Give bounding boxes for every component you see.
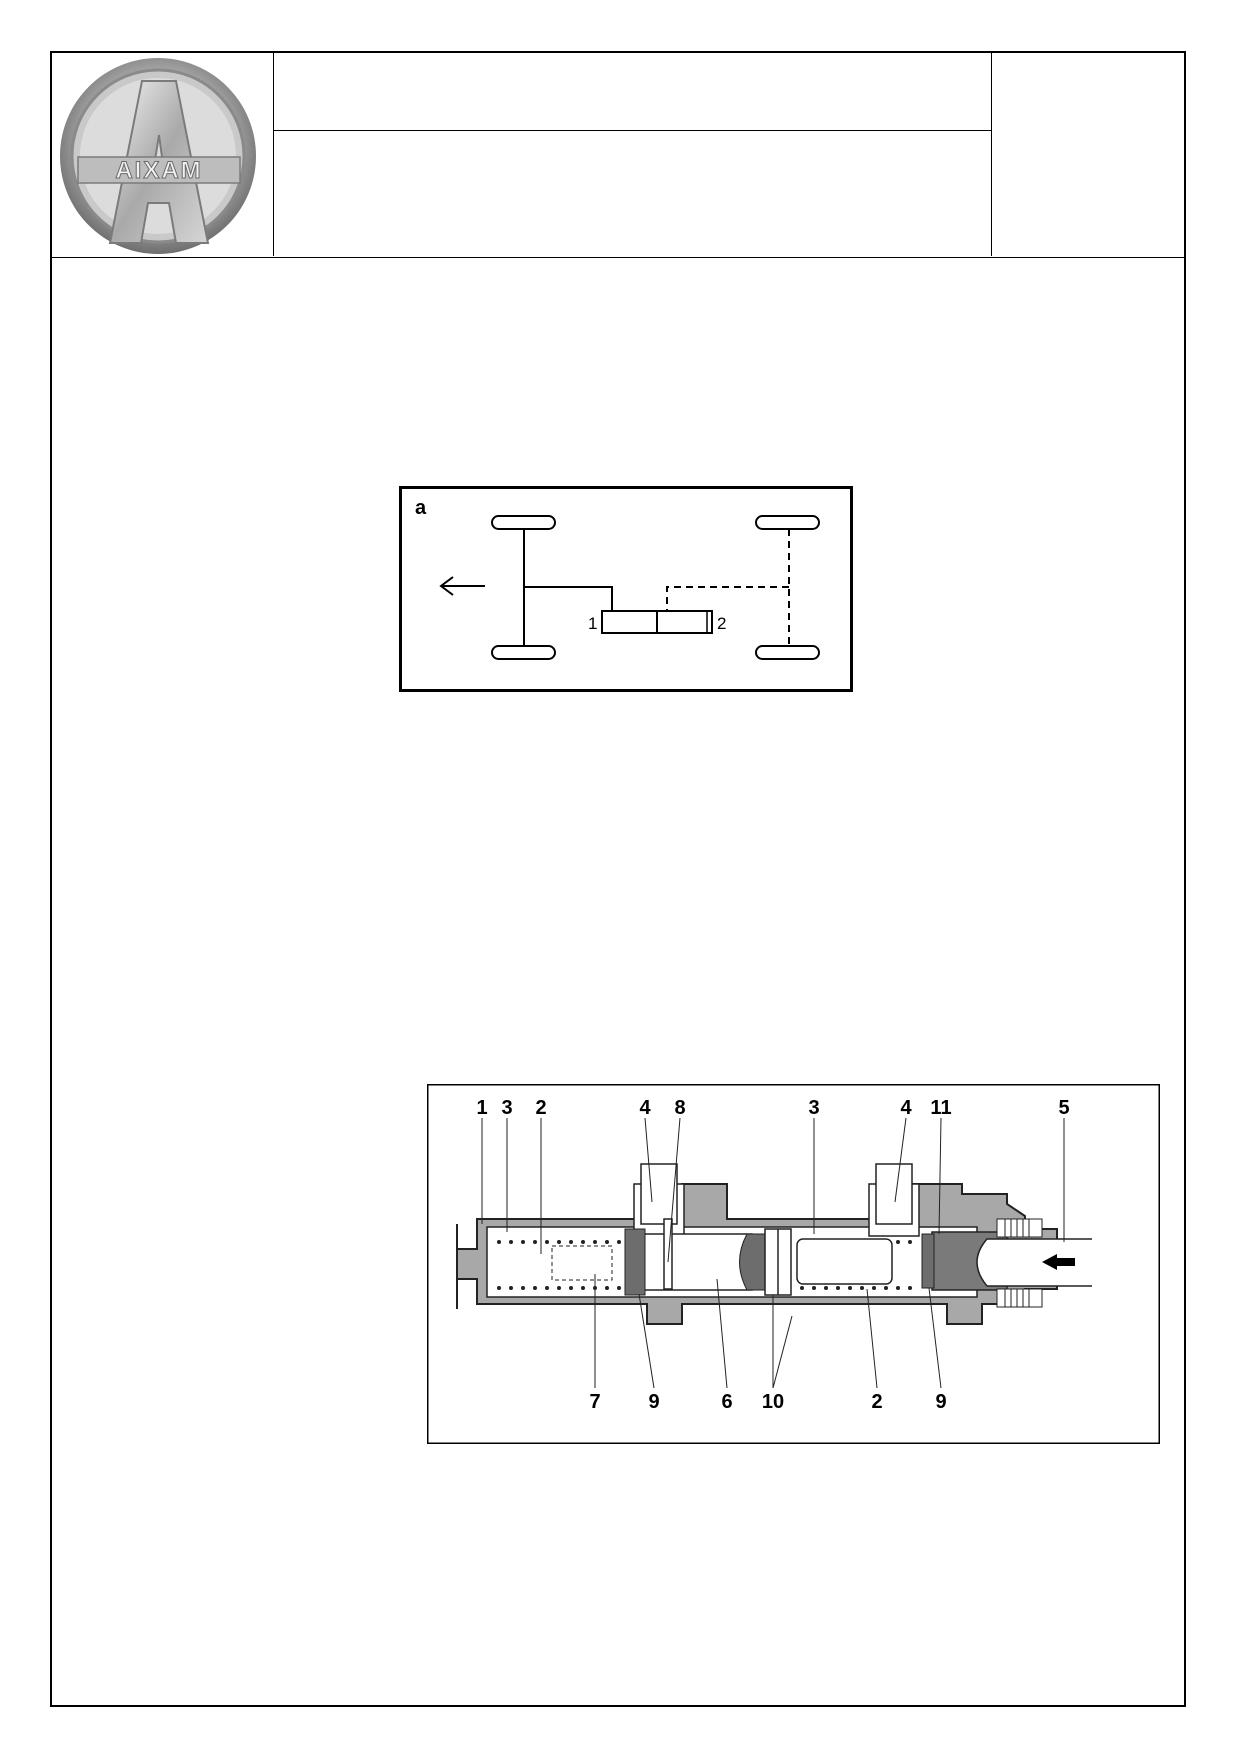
- callout-9: 9: [648, 1391, 659, 1413]
- piston-seal-front: [624, 1228, 646, 1296]
- page-frame: AIXAM: [50, 51, 1186, 1707]
- callout-3b: 3: [808, 1097, 819, 1119]
- callout-3: 3: [501, 1097, 512, 1119]
- title-cell-bottom: [274, 131, 992, 256]
- master-cylinder-chamber-2: [656, 610, 713, 634]
- aixam-logo: AIXAM: [60, 58, 256, 254]
- brake-circuit-diagram: a 1 2: [399, 486, 853, 697]
- callout-5: 5: [1058, 1097, 1069, 1119]
- rear-left-wheel: [755, 515, 820, 530]
- piston-seal-rear: [921, 1233, 935, 1289]
- dust-boot: [996, 1218, 1043, 1308]
- panel-label: a: [415, 497, 427, 519]
- callout-11: 11: [930, 1097, 951, 1119]
- document-header: AIXAM: [52, 53, 1184, 258]
- callout-9b: 9: [935, 1391, 946, 1413]
- cup-seal: [739, 1233, 766, 1291]
- circuit-1-label: 1: [588, 614, 597, 633]
- callout-2b: 2: [871, 1391, 882, 1413]
- pushrod: [976, 1238, 1092, 1287]
- callout-4: 4: [639, 1097, 651, 1119]
- callout-1: 1: [476, 1097, 487, 1119]
- logo-text: AIXAM: [115, 157, 202, 184]
- front-left-wheel: [491, 515, 556, 530]
- callout-10: 10: [762, 1391, 784, 1413]
- valve-assembly: [551, 1245, 613, 1281]
- return-spring-front: [497, 1240, 621, 1290]
- stop-pin: [663, 1218, 673, 1290]
- title-cell-top: [274, 53, 992, 131]
- callout-8: 8: [674, 1097, 685, 1119]
- front-circuit-line: [523, 529, 613, 646]
- front-right-wheel: [491, 645, 556, 660]
- arrow-left-icon: [1042, 1254, 1075, 1270]
- leader-lines: [481, 1117, 1065, 1389]
- reference-cell: [992, 53, 1186, 256]
- arrow-left-icon: [439, 576, 485, 596]
- callout-2: 2: [535, 1097, 546, 1119]
- callout-6: 6: [721, 1391, 732, 1413]
- circuit-2-label: 2: [717, 614, 726, 633]
- rear-circuit-line: [666, 529, 790, 646]
- master-cylinder-section: 1 3 2 4 8 3 4 11 5 7 9 6 10 2 9: [427, 1084, 1160, 1449]
- rear-right-wheel: [755, 645, 820, 660]
- logo-cell: AIXAM: [52, 53, 274, 256]
- callout-4b: 4: [900, 1097, 912, 1119]
- primary-piston: [796, 1238, 893, 1285]
- callout-7: 7: [589, 1391, 600, 1413]
- master-cylinder-chamber-1: [601, 610, 658, 634]
- secondary-piston: [626, 1233, 753, 1291]
